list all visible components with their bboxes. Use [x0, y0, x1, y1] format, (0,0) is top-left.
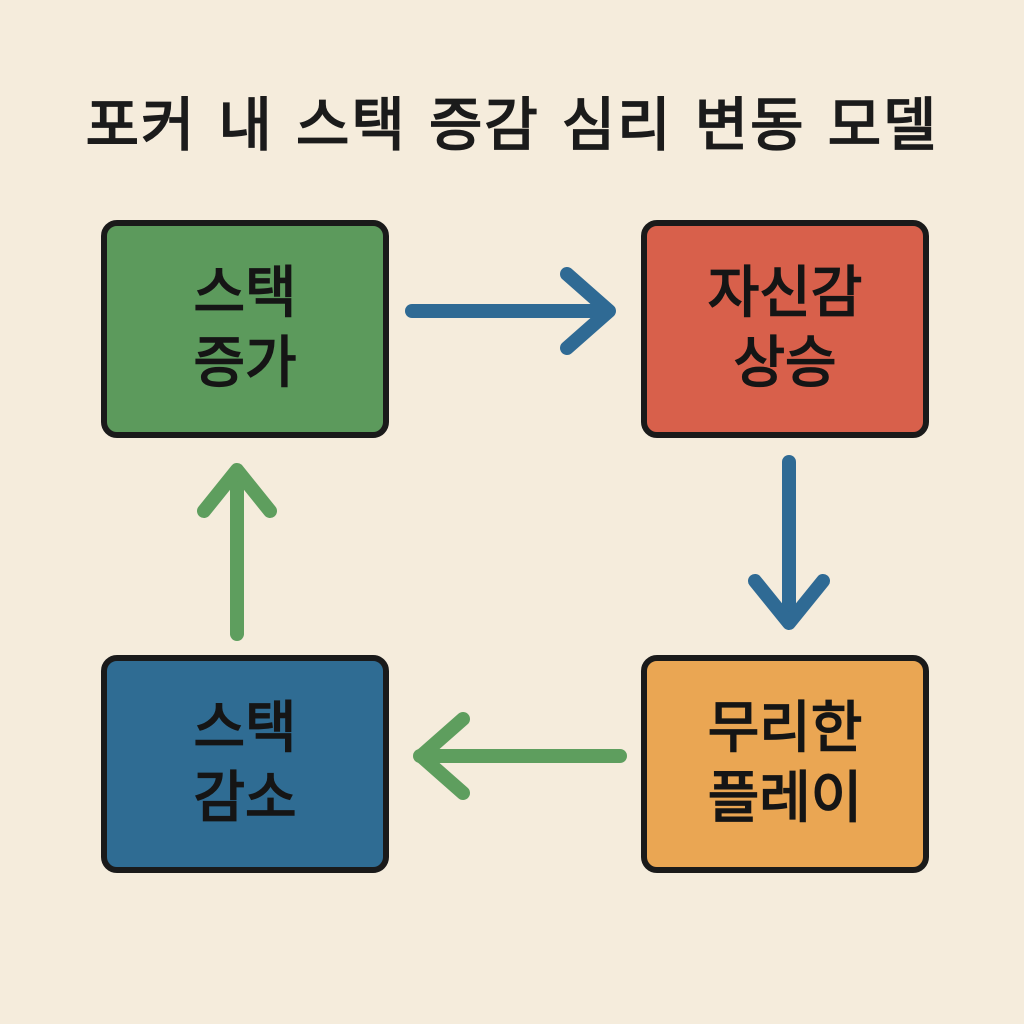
confidence-rise-box: 자신감 상승 — [641, 220, 929, 438]
confidence-rise-line2: 상승 — [733, 331, 837, 396]
confidence-rise-line1: 자신감 — [707, 261, 863, 326]
reckless-play-box: 무리한 플레이 — [641, 655, 929, 873]
stack-increase-line1: 스택 — [193, 261, 297, 326]
stack-decrease-line2: 감소 — [193, 766, 297, 831]
stack-decrease-line1: 스택 — [193, 696, 297, 761]
reckless-play-line2: 플레이 — [707, 766, 863, 831]
diagram-title: 포커 내 스택 증감 심리 변동 모델 — [85, 91, 939, 159]
reckless-play-line1: 무리한 — [707, 696, 863, 761]
arrow-down-icon — [748, 455, 830, 630]
stack-increase-box: 스택 증가 — [101, 220, 389, 438]
arrow-left-icon — [413, 712, 627, 800]
arrow-right-icon — [405, 267, 616, 355]
stack-increase-line2: 증가 — [193, 331, 297, 396]
stack-decrease-box: 스택 감소 — [101, 655, 389, 873]
arrow-up-icon — [197, 463, 277, 641]
